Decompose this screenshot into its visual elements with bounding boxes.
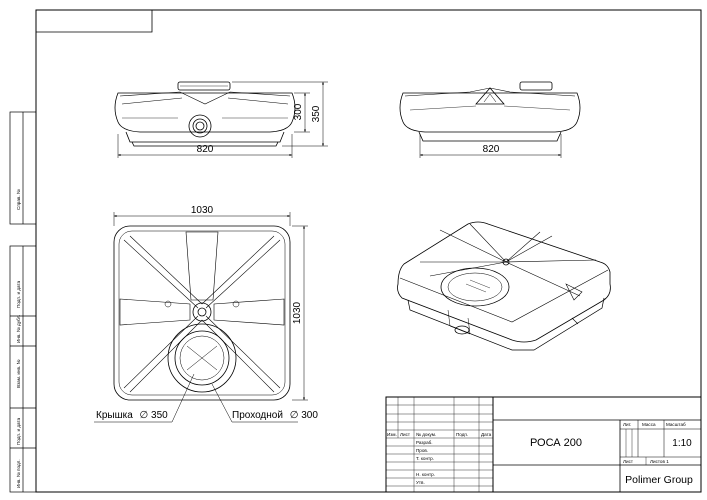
side-stamp-columns	[9, 111, 37, 493]
tb-role-norm-control: Н. контр.	[416, 472, 435, 477]
tb-sheet-label: Лист	[623, 459, 634, 464]
top-view	[113, 225, 291, 401]
stamp-original-inventory: Инв. № подл.	[16, 459, 21, 488]
tb-sheets-count: Листов 1	[650, 459, 669, 464]
lid-label: Крышка	[96, 410, 133, 421]
tb-company-name: Polimer Group	[625, 474, 693, 486]
side-view	[399, 81, 581, 142]
title-block	[385, 396, 702, 493]
tb-role-approved: Утв.	[416, 480, 425, 485]
top-width-dimension: 1030	[191, 205, 214, 216]
hatch-diameter-symbol: ∅	[290, 410, 299, 421]
tb-lit-label: Лит.	[623, 422, 632, 427]
tb-header-document-number: № докум.	[416, 432, 436, 437]
tb-scale-value: 1:10	[672, 438, 692, 449]
tb-role-tech-control: Т. контр.	[416, 456, 434, 461]
lid-diameter-symbol: ∅	[140, 410, 149, 421]
tb-header-date: Дата	[481, 432, 492, 437]
front-height-dimension: 300	[293, 103, 304, 120]
hatch-label: Проходной	[232, 410, 283, 421]
top-depth-dimension: 1030	[292, 301, 303, 324]
tb-header-list: Лист	[400, 432, 411, 437]
front-width-dimension: 820	[197, 144, 214, 155]
front-overall-height-dimension: 350	[311, 105, 322, 122]
front-view	[114, 81, 296, 147]
tb-role-developer: Разраб.	[416, 440, 433, 445]
hatch-diameter: 300	[301, 410, 318, 421]
stamp-signature-date-top: Подп. и дата	[16, 280, 21, 308]
tb-header-signature: Подп.	[456, 432, 468, 437]
hatch-callout: Проходной ∅ 300	[232, 410, 318, 421]
stamp-signature-date-bottom: Подп. и дата	[16, 417, 21, 445]
tb-header-izm: Изм.	[387, 432, 397, 437]
lid-callout: Крышка ∅ 350	[96, 410, 168, 421]
side-width-dimension: 820	[483, 144, 500, 155]
isometric-view	[397, 221, 611, 351]
top-view-dimensions	[94, 212, 308, 423]
lid-diameter: 350	[151, 410, 168, 421]
side-view-dimensions	[419, 134, 562, 158]
tb-designation: РОСА 200	[530, 437, 582, 449]
stamp-duplicate-inventory: Инв. № дубл.	[16, 315, 21, 343]
tb-mass-label: Масса	[642, 422, 656, 427]
tb-role-checker: Пров.	[416, 448, 428, 453]
stamp-replaced-inventory: Взам. инв. №	[16, 359, 21, 388]
tb-scale-label: Масштаб	[666, 422, 686, 427]
stamp-spravochny-number: Справ. №	[16, 189, 21, 210]
front-view-dimensions	[117, 81, 328, 158]
